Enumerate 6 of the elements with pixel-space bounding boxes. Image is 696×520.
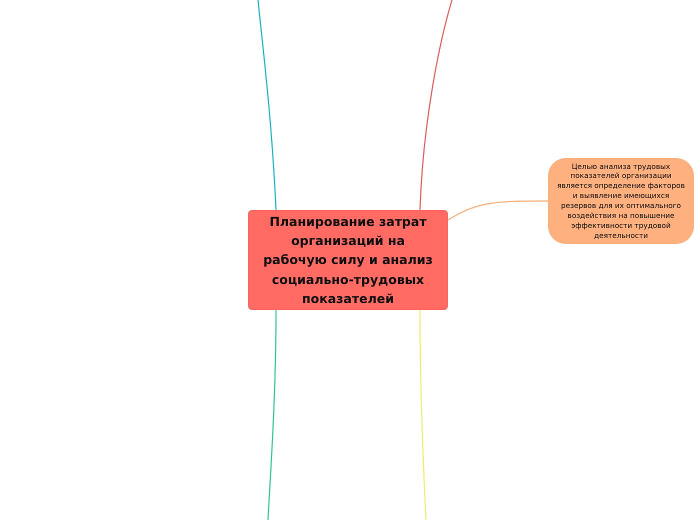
topic-box: Планирование затрат организаций на рабочую силу и анализ социально-трудовых показателей xyxy=(248,210,448,310)
connector-line xyxy=(267,310,277,520)
connector-line xyxy=(257,0,277,210)
connector-line xyxy=(448,200,548,221)
connector-line xyxy=(419,310,427,520)
connector-line xyxy=(419,0,453,210)
